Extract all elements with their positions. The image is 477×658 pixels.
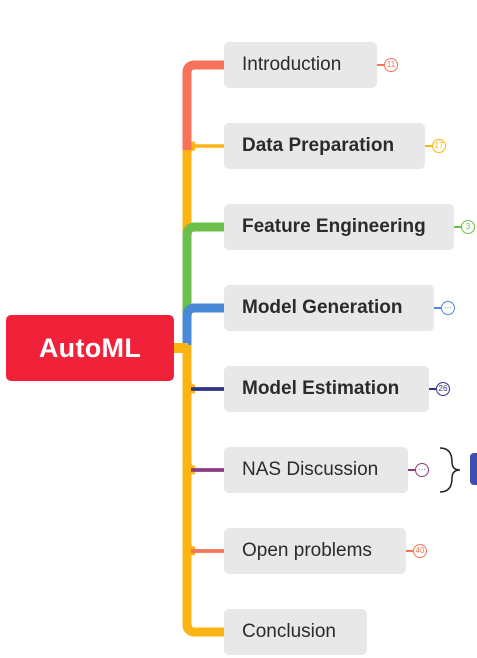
root-label: AutoML <box>38 332 142 363</box>
topic-label: Conclusion <box>242 621 336 642</box>
collapsed-ellipsis-icon[interactable]: ··· <box>441 301 455 315</box>
summary-brace <box>439 447 461 493</box>
collapsed-subtopic-indicator[interactable] <box>470 453 477 485</box>
topic-node-conclusion[interactable]: Conclusion <box>224 609 367 655</box>
subtopic-count-badge[interactable]: 40 <box>413 544 427 558</box>
subtopic-count-badge[interactable]: 3 <box>461 220 475 234</box>
subtopic-count-badge[interactable]: 26 <box>436 382 450 396</box>
trunk-model-gen <box>182 303 224 345</box>
main-spine <box>182 150 224 637</box>
topic-node-data-preparation[interactable]: Data Preparation <box>224 123 425 169</box>
topic-label: Introduction <box>242 54 342 75</box>
collapsed-ellipsis-icon[interactable]: ··· <box>415 463 429 477</box>
topic-node-open-problems[interactable]: Open problems <box>224 528 406 574</box>
subtopic-count-badge[interactable]: 17 <box>432 139 446 153</box>
topic-node-feature-engineering[interactable]: Feature Engineering <box>224 204 454 250</box>
topic-label: Feature Engineering <box>242 216 426 237</box>
topic-node-nas-discussion[interactable]: NAS Discussion <box>224 447 408 493</box>
topic-label: NAS Discussion <box>242 459 379 480</box>
topic-node-model-estimation[interactable]: Model Estimation <box>224 366 429 412</box>
topic-node-model-generation[interactable]: Model Generation <box>224 285 434 331</box>
topic-label: Model Estimation <box>242 378 400 399</box>
topic-label: Open problems <box>242 540 372 561</box>
topic-label: Model Generation <box>242 297 403 318</box>
trunk-feature <box>182 222 224 345</box>
root-node-automl[interactable]: AutoML <box>6 315 174 381</box>
topic-label: Data Preparation <box>242 135 395 156</box>
root-stub <box>174 343 188 353</box>
trunk-intro <box>182 60 224 150</box>
subtopic-count-badge[interactable]: 11 <box>384 58 398 72</box>
topic-node-introduction[interactable]: Introduction <box>224 42 377 88</box>
